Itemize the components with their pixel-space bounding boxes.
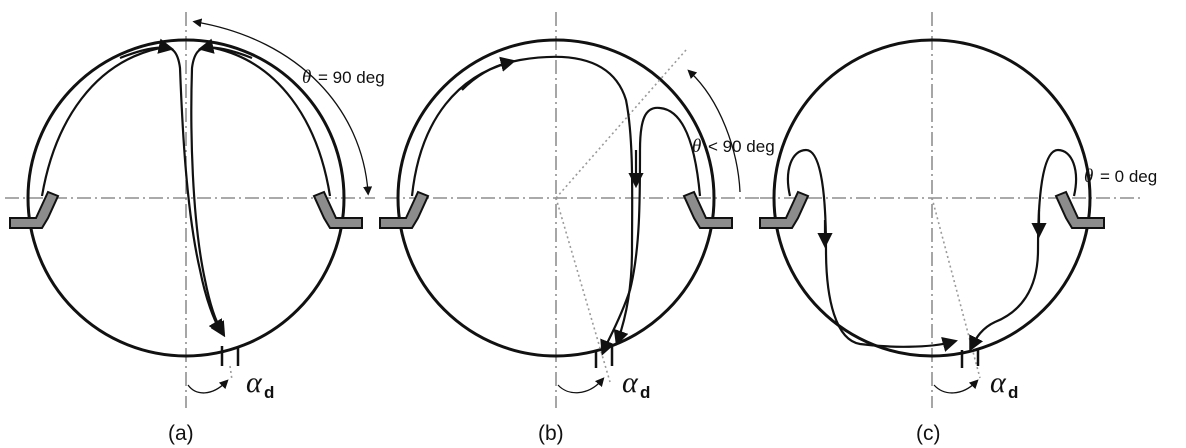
theta-symbol: θ xyxy=(692,136,701,157)
panel-caption: (b) xyxy=(538,422,564,445)
left-injection-nozzle xyxy=(9,190,60,229)
rotated-axis-upper xyxy=(555,49,687,199)
cylinder-circle xyxy=(396,38,716,358)
flow-path-right xyxy=(190,46,332,338)
flow-path-left xyxy=(40,46,224,336)
theta-rotation-arc xyxy=(687,69,741,193)
exhaust-outlet xyxy=(594,346,614,368)
panel-b: θ < 90 deg α d (b) xyxy=(379,12,775,445)
theta-label: = 90 deg xyxy=(318,68,385,87)
exhaust-outlet xyxy=(220,346,240,366)
panel-a: θ = 90 deg α d (a) xyxy=(5,12,385,445)
alpha-rotation-arc xyxy=(187,379,229,394)
panel-caption: (a) xyxy=(168,422,194,445)
panel-c: θ = 0 deg α d (c) xyxy=(759,12,1157,445)
flow-path-top-arrow xyxy=(461,56,516,91)
theta-label: < 90 deg xyxy=(708,137,775,156)
flow-path-left xyxy=(786,148,958,352)
theta-label: = 0 deg xyxy=(1100,167,1157,186)
alpha-rotation-arc xyxy=(933,379,979,394)
flow-path-top-right xyxy=(197,38,253,60)
flow-path-right xyxy=(969,148,1078,352)
flow-path-top-left xyxy=(119,38,175,60)
cylinder-circle xyxy=(26,38,346,358)
flow-path-left xyxy=(410,55,634,346)
theta-rotation-arc xyxy=(192,18,373,196)
right-injection-nozzle xyxy=(682,190,733,229)
left-injection-nozzle xyxy=(379,190,430,229)
panel-caption: (c) xyxy=(916,422,941,445)
alpha-subscript: d xyxy=(1008,383,1018,402)
exhaust-outlet xyxy=(960,348,980,368)
alpha-symbol: α xyxy=(990,366,1007,399)
left-injection-nozzle xyxy=(759,190,810,229)
right-injection-nozzle xyxy=(1054,190,1105,229)
outlet-axis xyxy=(229,365,233,381)
theta-symbol: θ xyxy=(1084,166,1093,187)
rotated-axis-lower xyxy=(555,197,611,383)
alpha-subscript: d xyxy=(640,383,650,402)
cylinder-circle xyxy=(772,38,1092,358)
alpha-symbol: α xyxy=(622,366,639,399)
alpha-rotation-arc xyxy=(557,377,605,394)
flow-path-right xyxy=(600,106,702,356)
right-injection-nozzle xyxy=(312,190,363,229)
alpha-subscript: d xyxy=(264,383,274,402)
theta-symbol: θ xyxy=(302,67,311,88)
alpha-symbol: α xyxy=(246,366,263,399)
